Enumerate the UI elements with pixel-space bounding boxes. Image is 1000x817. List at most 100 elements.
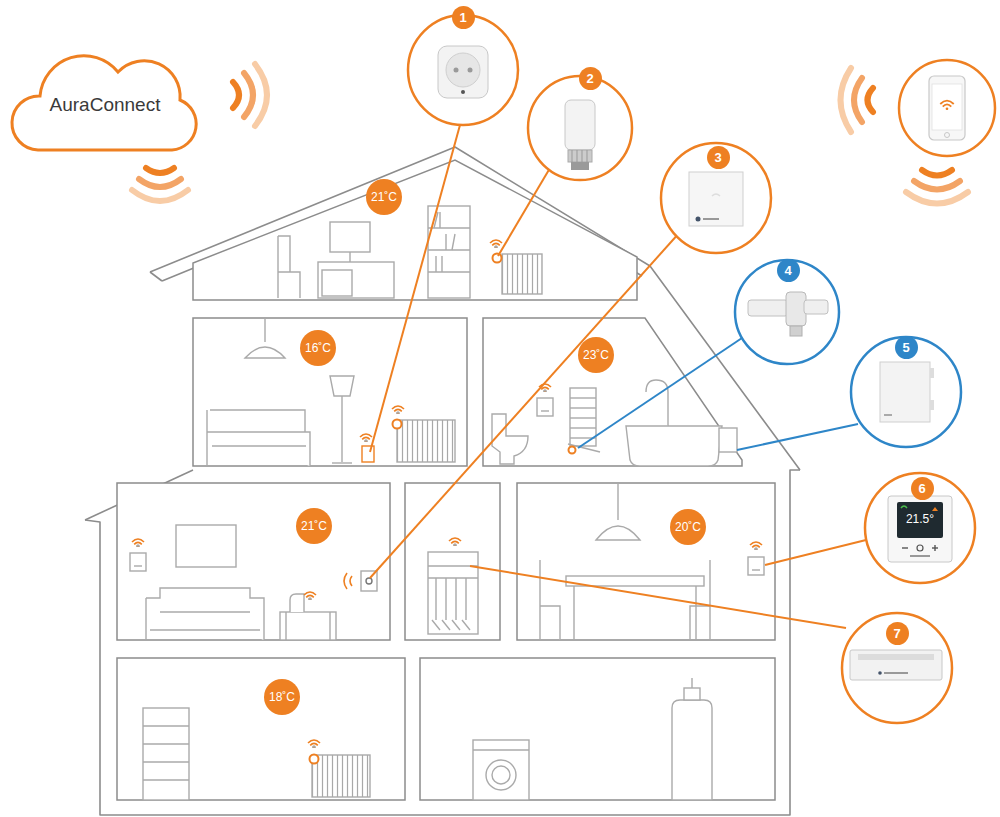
radiator-valve-picture [565,100,595,150]
ground-floor-furniture [596,526,640,540]
thermostat-picture [910,555,930,557]
room-temperature: 23˚C [583,348,609,362]
basement-furniture [143,678,712,800]
ground-floor-furniture [285,612,286,640]
callout-circles [408,15,975,723]
callout-circles [865,473,975,583]
ground-floor-furniture [748,557,764,575]
callout-number: 6 [918,481,925,496]
basement-furniture [492,766,510,784]
thermostat-picture [888,496,952,562]
callout-number: 3 [714,150,721,165]
bathroom-furniture [719,428,737,452]
ground-floor-furniture [329,612,330,640]
radiator-valve-picture [571,162,589,170]
ground-floor-furniture [695,586,696,640]
basement-furniture [473,749,529,750]
gateway-picture [696,217,701,222]
leader-lines [370,125,866,628]
ground-floor-furniture [540,560,560,640]
wall-panel-picture [930,368,934,378]
leader-lines [370,232,680,578]
living-room-furniture [392,406,404,414]
ground-floor-furniture [449,538,461,546]
towel-valve-picture [804,300,828,314]
callout-circles [408,15,518,125]
ground-floor-furniture [132,539,144,547]
room-temperature: 18˚C [269,690,295,704]
living-room-furniture [330,376,354,396]
ground-floor-furniture [304,592,316,600]
radiator-valve-picture [572,150,573,162]
phone-callout [899,60,995,156]
ground-floor-furniture [750,542,762,550]
smart-plug-picture [446,53,480,87]
bathroom-furniture [541,410,549,411]
house-outline [150,272,162,281]
controller-picture [858,654,934,660]
signal-arcs [906,192,968,204]
cloud-service: AuraConnect [0,38,210,163]
temperature-badge: 18˚C [264,679,300,715]
ground-floor-furniture [428,552,478,634]
room-walls [193,160,637,300]
temperature-badge: 21˚C [296,508,332,544]
service-name: AuraConnect [50,94,161,116]
room-walls [517,483,775,640]
bathroom-furniture [569,447,576,454]
signal-arcs [841,68,852,132]
signal-arcs [914,181,960,190]
callout-circles [661,143,771,253]
attic-furniture [349,252,350,262]
attic-furniture [278,206,542,298]
callout-badge: 1 [452,6,475,29]
callout-badge: 5 [895,336,918,359]
leader-lines [578,338,742,448]
living-room-furniture [264,318,265,342]
room-walls [483,318,742,466]
room-walls [193,318,467,466]
wall-panel-picture [930,400,934,410]
thermostat-picture [897,502,943,538]
signal-arcs [132,64,968,204]
radiator-valve-picture [577,150,578,162]
thermostat-picture [902,547,908,548]
basement-furniture [672,700,712,800]
cloud-outline [12,55,196,149]
basement-furniture [310,755,319,764]
bathroom-furniture [570,427,596,428]
callout-circles [851,337,961,447]
ground-floor-furniture [130,553,146,571]
callout-number: 7 [893,626,900,641]
ground-floor-furniture [573,586,574,640]
bathroom-furniture [537,398,553,416]
living-room-furniture [362,446,374,462]
room-walls [117,658,405,800]
temperature-badge: 20˚C [670,509,706,545]
controller-picture [850,650,942,680]
signal-arcs [146,168,174,173]
house-outline [150,147,800,470]
room-temperature: 21˚C [371,190,397,204]
basement-furniture [684,688,700,700]
temperature-badge: 21˚C [366,179,402,215]
room-walls [420,658,775,800]
signal-arcs [139,179,181,187]
bathroom-furniture [646,380,668,426]
room-walls [405,483,500,640]
bathroom-furniture [626,426,722,466]
basement-furniture [473,740,529,800]
ground-floor-furniture [432,578,470,630]
radiator-valve-picture [565,100,595,170]
gateway-picture [712,194,720,196]
bathroom-furniture [570,397,596,398]
ground-floor-furniture [617,483,618,520]
signal-arcs [868,88,874,112]
living-room-furniture [207,410,310,466]
ground-floor-furniture [130,483,764,640]
callout-badge: 2 [579,67,602,90]
attic-furniture [502,254,542,294]
gateway-picture [689,172,743,226]
